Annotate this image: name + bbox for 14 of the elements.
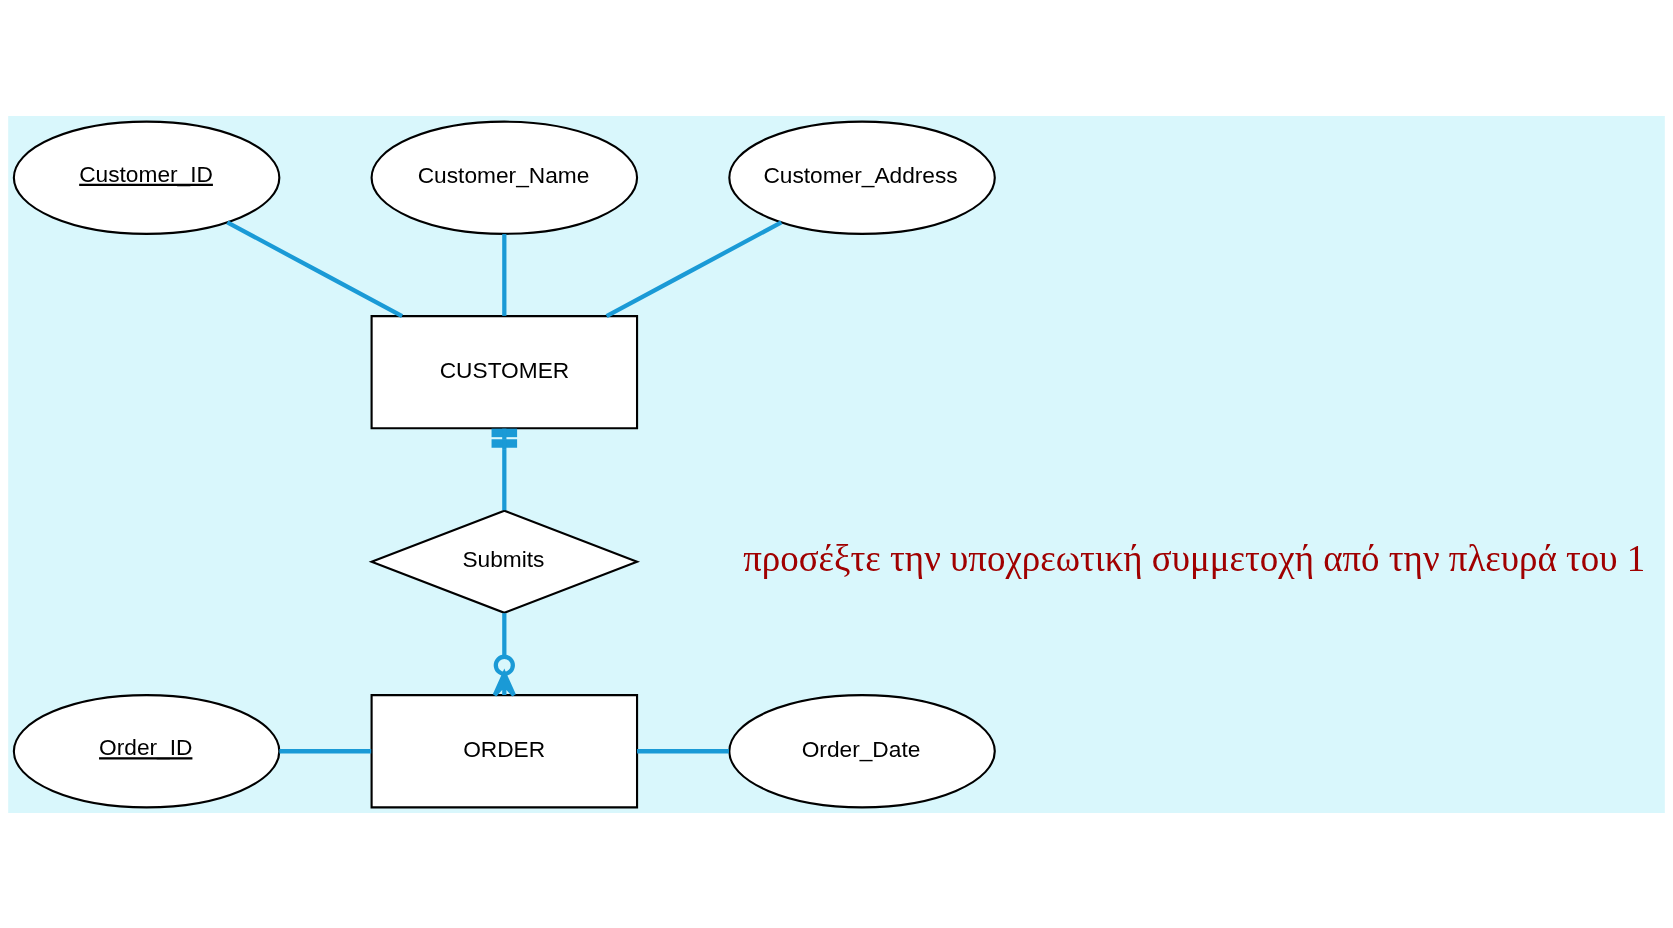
- node-ellipse: Customer_ID: [12, 120, 281, 235]
- node-ellipse: Order_Date: [728, 693, 996, 808]
- node-ellipse: Order_ID: [12, 693, 281, 808]
- connector: [605, 220, 783, 318]
- node-ellipse: Customer_Name: [370, 120, 639, 235]
- label: προσέξτε την υποχρεωτική συμμετοχή από την πλευρά του 1: [743, 537, 1646, 579]
- connector: [502, 233, 507, 316]
- connector: [226, 220, 404, 318]
- connector: [279, 748, 372, 753]
- node-ellipse: Customer_Address: [728, 120, 996, 235]
- node-box: CUSTOMER: [370, 314, 639, 429]
- node-box: ORDER: [370, 693, 639, 808]
- connector: [637, 748, 729, 753]
- node-diamond: Submits: [368, 509, 640, 614]
